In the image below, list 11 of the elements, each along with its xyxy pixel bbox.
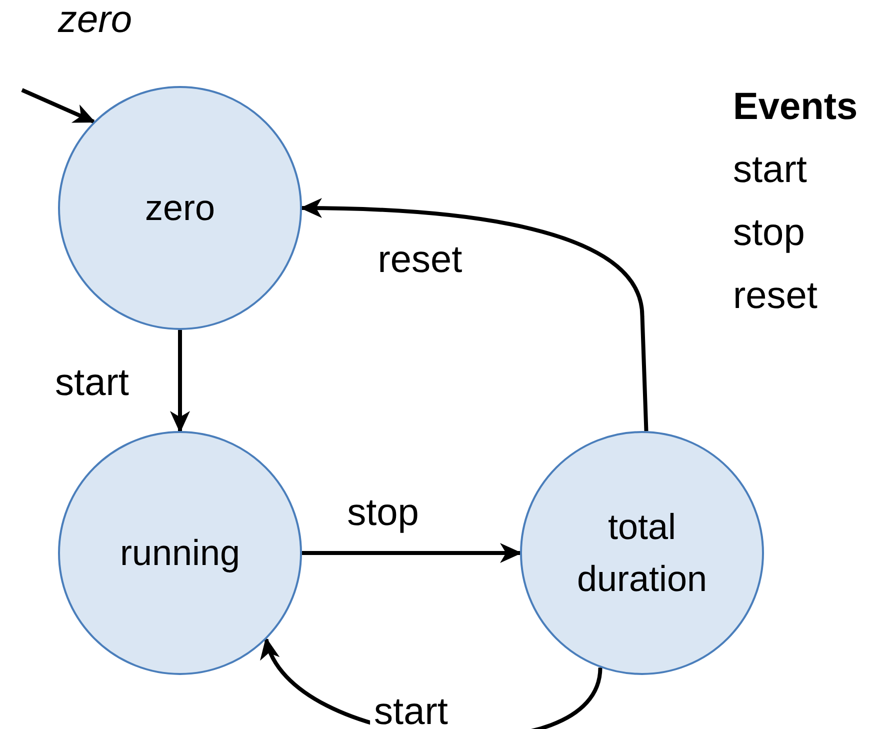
event-name: start bbox=[733, 148, 808, 193]
state-name: total duration bbox=[576, 504, 708, 601]
arrow bbox=[21, 88, 96, 124]
state-name: running bbox=[118, 530, 242, 575]
event-name: reset bbox=[733, 274, 818, 319]
event-name: stop bbox=[733, 211, 806, 256]
arrow bbox=[170, 330, 190, 433]
legend-heading: Events bbox=[733, 85, 858, 130]
state-name: zero bbox=[144, 186, 216, 230]
arrow bbox=[300, 198, 648, 432]
arrow bbox=[302, 543, 522, 563]
